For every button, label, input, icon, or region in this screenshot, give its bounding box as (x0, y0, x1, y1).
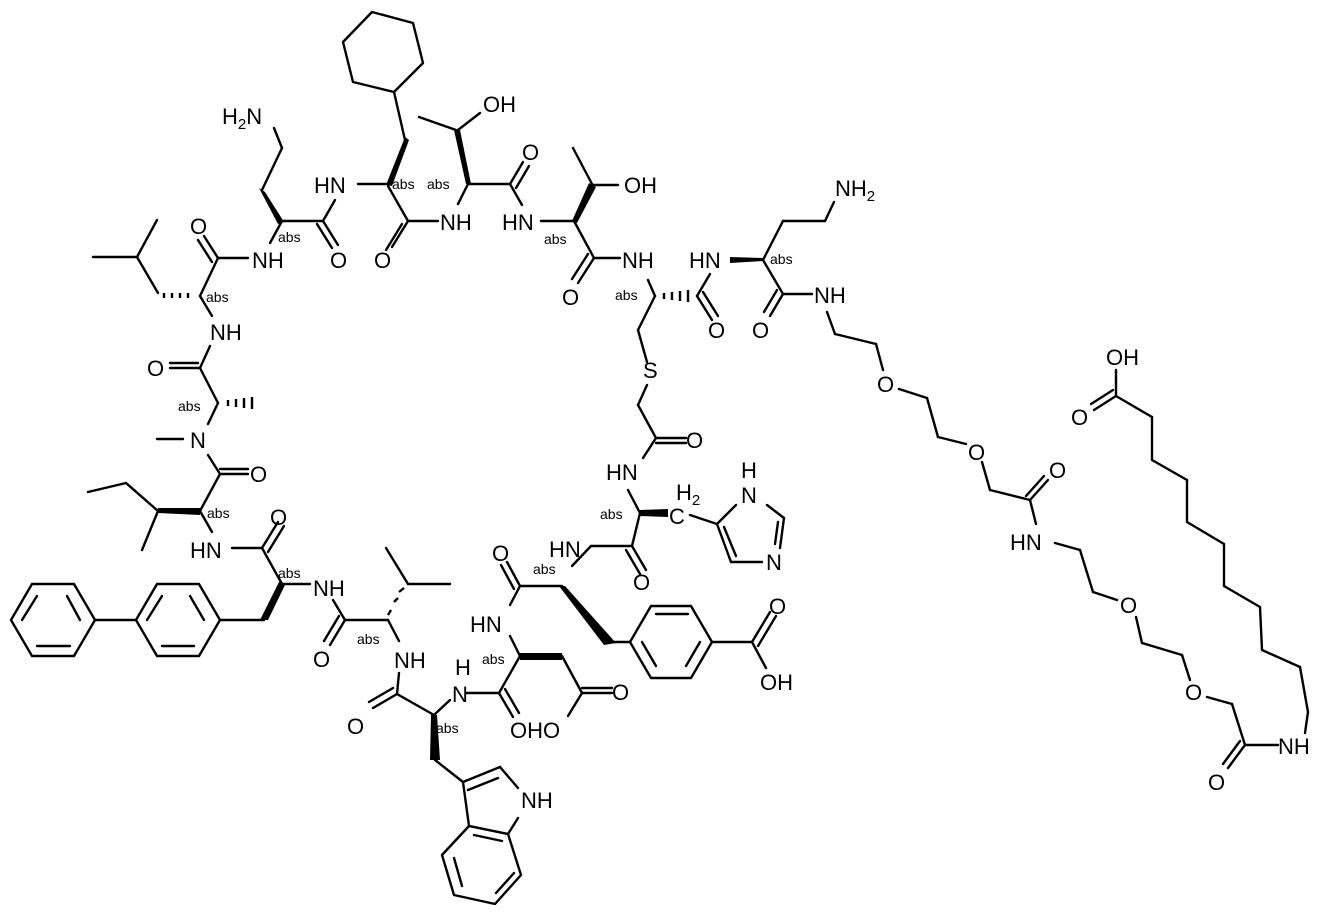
hn-label: HN (549, 537, 581, 562)
c-label: C (669, 504, 685, 529)
nh-label: NH (622, 248, 654, 273)
abs-label: abs (482, 651, 505, 667)
phe-cooh-residue (499, 560, 778, 680)
peg-linker-2 (1053, 541, 1280, 770)
dab-residue-2 (730, 200, 836, 318)
abs-label: abs (357, 631, 380, 647)
abs-label: abs (207, 505, 230, 521)
fatty-acid-chain (1089, 368, 1310, 735)
abs-label: abs (533, 561, 556, 577)
o-label: O (270, 505, 287, 530)
stereo-labels: abs abs abs abs abs abs abs abs abs abs … (178, 176, 793, 736)
ether-o-label: O (1185, 680, 1202, 705)
o-label: O (347, 714, 364, 739)
nh-label: NH (1278, 734, 1310, 759)
o-label: O (708, 318, 725, 343)
o-label: O (633, 570, 650, 595)
trp-residue (367, 671, 523, 906)
abs-label: abs (278, 565, 301, 581)
abs-label: abs (615, 287, 638, 303)
cyclohexyl-ring (341, 10, 425, 186)
nh-label: NH (440, 210, 472, 235)
nh-label: NH (210, 320, 242, 345)
peg-linker-1 (825, 310, 1050, 526)
o-label: O (752, 318, 769, 343)
hn-label: HN (689, 248, 721, 273)
abs-label: abs (278, 229, 301, 245)
thr-residue-1 (417, 111, 531, 207)
hn-label: HN (502, 210, 534, 235)
s-label: S (643, 358, 658, 383)
hn-label: HN (606, 460, 638, 485)
abs-label: abs (206, 289, 229, 305)
h2n-label: H2N (222, 104, 262, 133)
indole-nh-label: NH (521, 788, 553, 813)
dab-residue-1 (259, 126, 340, 250)
o-label: O (686, 428, 703, 453)
abs-label: abs (392, 176, 415, 192)
bip-residue (9, 520, 312, 658)
o-label: O (612, 680, 629, 705)
abs-label: abs (436, 720, 459, 736)
n-label: N (452, 682, 468, 707)
asp-residue (464, 634, 614, 719)
n-methyl-label: N (190, 428, 206, 453)
nh2-label: NH2 (835, 176, 875, 205)
o-label: O (190, 214, 207, 239)
cha-residue (356, 182, 440, 252)
imidazole-n-label: N (741, 483, 757, 508)
imidazole-n-label: N (766, 550, 782, 575)
o-label: O (1049, 458, 1066, 483)
o-label: O (313, 647, 330, 672)
imidazole-h-label: H (741, 458, 757, 483)
abs-label: abs (600, 506, 623, 522)
oho-label: OHO (510, 718, 560, 743)
hn-label: HN (470, 612, 502, 637)
ether-o-label: O (1120, 593, 1137, 618)
nh-label: NH (394, 648, 426, 673)
leu-residue-1 (91, 218, 250, 318)
o-label: O (492, 541, 509, 566)
acid-oh-label: OH (1106, 345, 1139, 370)
acid-o-label: O (1071, 405, 1088, 430)
ether-o-label: O (968, 440, 985, 465)
o-label: O (374, 248, 391, 273)
ether-o-label: O (877, 372, 894, 397)
hn-label: HN (1010, 530, 1042, 555)
abs-label: abs (770, 251, 793, 267)
h-label: H (455, 655, 471, 680)
atom-labels: H2N HN NH O O NH O OH O HN OH O NH HN O … (147, 92, 1310, 813)
oh-label: OH (483, 92, 516, 117)
abs-label: abs (544, 231, 567, 247)
o-label: O (522, 140, 539, 165)
o-label: O (147, 356, 164, 381)
o-label: O (250, 462, 267, 487)
nme-ala-residue (155, 344, 254, 476)
o-label: O (769, 594, 786, 619)
thioether-bridge (636, 294, 688, 460)
ile-residue-1 (86, 472, 222, 552)
oh-label: OH (624, 173, 657, 198)
hn-label: HN (190, 538, 222, 563)
thr-residue-2 (539, 146, 622, 285)
nh-label: NH (814, 283, 846, 308)
hn-label: HN (314, 173, 346, 198)
cys-residue (646, 272, 720, 322)
o-label: O (1208, 770, 1225, 795)
o-label: O (562, 285, 579, 310)
oh-label: OH (760, 670, 793, 695)
ile-residue-2 (322, 546, 452, 647)
his-residue (570, 488, 786, 576)
abs-label: abs (427, 176, 450, 192)
o-label: O (330, 248, 347, 273)
nh-label: NH (313, 576, 345, 601)
abs-label: abs (178, 398, 201, 414)
nh-label: NH (252, 248, 284, 273)
